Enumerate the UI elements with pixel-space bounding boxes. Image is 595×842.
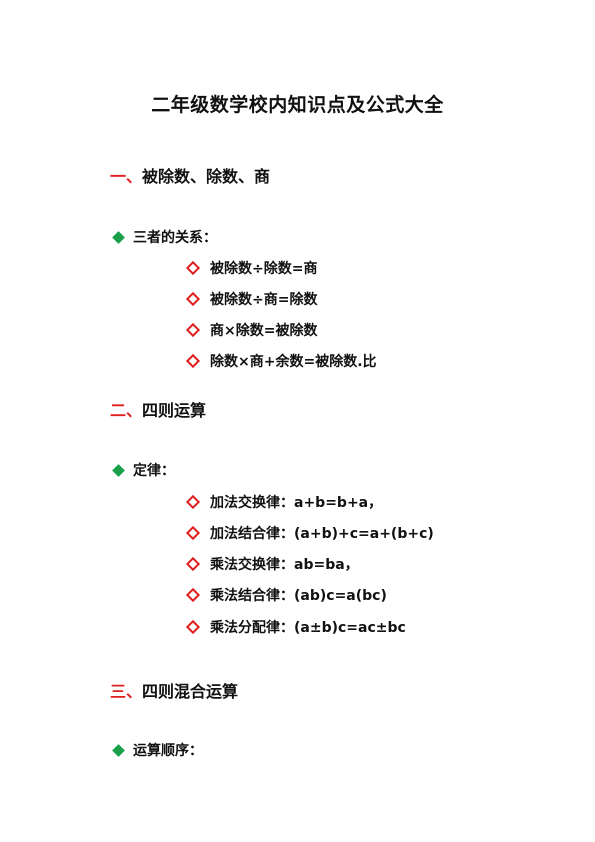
red-diamond-bullet-icon bbox=[185, 587, 201, 603]
red-diamond-bullet-icon bbox=[185, 353, 201, 369]
list-item: 加法交换律：a+b=b+a， bbox=[185, 492, 383, 512]
red-diamond-bullet-icon bbox=[185, 494, 201, 510]
list-item: 加法结合律：(a+b)+c=a+(b+c) bbox=[185, 523, 434, 543]
subsection-heading: 三者的关系： bbox=[112, 227, 217, 247]
list-item: 乘法交换律：ab=ba， bbox=[185, 554, 359, 574]
section-heading-3: 三、四则混合运算 bbox=[110, 678, 238, 702]
formula-text: 被除数÷商=除数 bbox=[210, 292, 318, 308]
formula-text: 加法交换律：a+b=b+a， bbox=[210, 495, 383, 511]
list-item: 乘法结合律：(ab)c=a(bc) bbox=[185, 585, 387, 605]
green-diamond-bullet-icon bbox=[112, 463, 125, 477]
subsection-heading: 定律： bbox=[112, 460, 175, 480]
list-item: 乘法分配律：(a±b)c=ac±bc bbox=[185, 617, 406, 637]
green-diamond-bullet-icon bbox=[112, 743, 125, 757]
section-title: 四则运算 bbox=[142, 401, 207, 420]
subsection-heading: 运算顺序： bbox=[112, 740, 203, 760]
section-title: 四则混合运算 bbox=[142, 682, 239, 701]
list-item: 被除数÷除数=商 bbox=[185, 258, 318, 278]
subsection-label: 运算顺序： bbox=[133, 743, 203, 759]
formula-text: 除数×商+余数=被除数.比 bbox=[210, 354, 377, 370]
green-diamond-bullet-icon bbox=[112, 230, 125, 244]
formula-text: 商×除数=被除数 bbox=[210, 323, 318, 339]
section-heading-1: 一、被除数、除数、商 bbox=[110, 163, 270, 187]
subsection-label: 定律： bbox=[133, 463, 175, 479]
subsection-label: 三者的关系： bbox=[133, 230, 217, 246]
red-diamond-bullet-icon bbox=[185, 556, 201, 572]
red-diamond-bullet-icon bbox=[185, 322, 201, 338]
section-heading-2: 二、四则运算 bbox=[110, 397, 206, 421]
section-number: 一、 bbox=[110, 167, 143, 186]
list-item: 被除数÷商=除数 bbox=[185, 289, 318, 309]
list-item: 商×除数=被除数 bbox=[185, 320, 318, 340]
section-number: 三、 bbox=[110, 682, 143, 701]
formula-text: 乘法分配律：(a±b)c=ac±bc bbox=[210, 620, 406, 636]
list-item: 除数×商+余数=被除数.比 bbox=[185, 351, 377, 371]
red-diamond-bullet-icon bbox=[185, 619, 201, 635]
formula-text: 被除数÷除数=商 bbox=[210, 261, 318, 277]
section-number: 二、 bbox=[110, 401, 143, 420]
section-title: 被除数、除数、商 bbox=[142, 167, 271, 186]
red-diamond-bullet-icon bbox=[185, 260, 201, 276]
formula-text: 乘法结合律：(ab)c=a(bc) bbox=[210, 588, 387, 604]
formula-text: 乘法交换律：ab=ba， bbox=[210, 557, 359, 573]
document-title: 二年级数学校内知识点及公式大全 bbox=[151, 94, 444, 116]
formula-text: 加法结合律：(a+b)+c=a+(b+c) bbox=[210, 526, 434, 542]
red-diamond-bullet-icon bbox=[185, 291, 201, 307]
red-diamond-bullet-icon bbox=[185, 525, 201, 541]
